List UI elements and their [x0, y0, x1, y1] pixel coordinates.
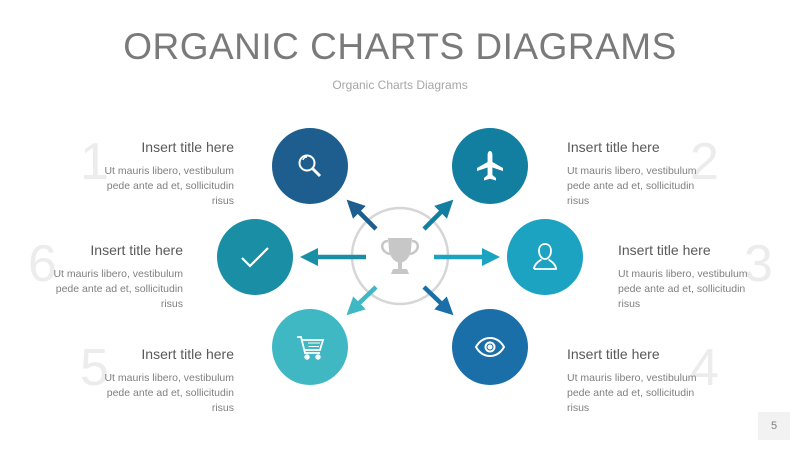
- eye-icon: [474, 336, 506, 358]
- item-1-number: 1: [80, 133, 109, 191]
- item-5-number: 5: [80, 339, 109, 397]
- item-2-body: Ut mauris libero, vestibulum pede ante a…: [567, 165, 697, 207]
- item-4-title: Insert title here: [567, 346, 660, 362]
- node-1: [272, 128, 348, 204]
- item-5-body: Ut mauris libero, vestibulum pede ante a…: [104, 372, 234, 414]
- item-5-title: Insert title here: [141, 346, 234, 362]
- item-6-title: Insert title here: [90, 242, 183, 258]
- page-number: 5: [758, 412, 790, 440]
- slide-subtitle: Organic Charts Diagrams: [332, 78, 468, 92]
- item-6-body: Ut mauris libero, vestibulum pede ante a…: [53, 268, 183, 310]
- item-1-body: Ut mauris libero, vestibulum pede ante a…: [104, 165, 234, 207]
- trophy-icon: [381, 238, 419, 274]
- item-2-number: 2: [690, 133, 719, 191]
- arrow-5: [346, 285, 378, 316]
- item-3-title: Insert title here: [618, 242, 711, 258]
- item-3-body: Ut mauris libero, vestibulum pede ante a…: [618, 268, 748, 310]
- check-icon: [241, 247, 269, 268]
- slide-title: ORGANIC CHARTS DIAGRAMS: [123, 26, 677, 67]
- item-4-number: 4: [690, 339, 719, 397]
- node-3: [507, 219, 583, 295]
- arrow-4: [422, 285, 454, 316]
- cart-icon: [297, 336, 325, 360]
- search-icon: [298, 154, 322, 178]
- item-4-body: Ut mauris libero, vestibulum pede ante a…: [567, 372, 697, 414]
- node-6: [217, 219, 293, 295]
- arrow-2: [422, 199, 454, 231]
- item-2-title: Insert title here: [567, 139, 660, 155]
- item-3-number: 3: [744, 235, 773, 293]
- user-icon: [533, 243, 557, 270]
- item-6-number: 6: [28, 235, 57, 293]
- arrow-1: [346, 199, 378, 231]
- airplane-icon: [477, 151, 503, 181]
- item-1-title: Insert title here: [141, 139, 234, 155]
